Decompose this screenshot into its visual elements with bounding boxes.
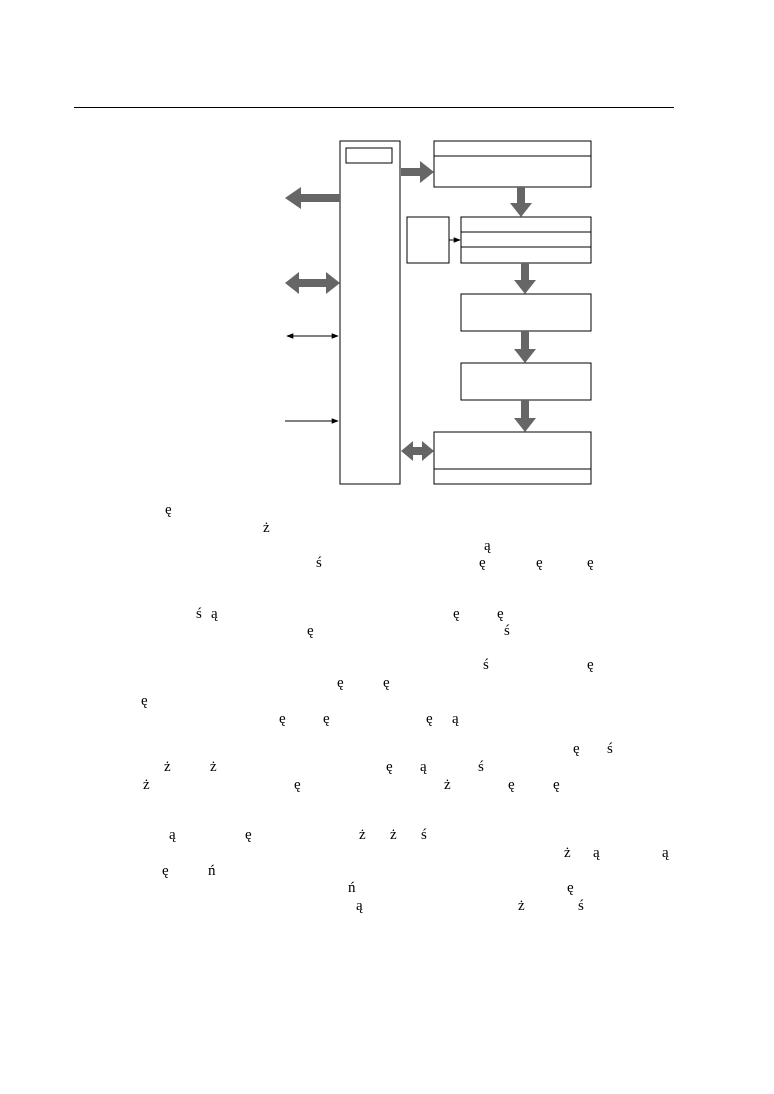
text-glyph: ę bbox=[497, 606, 504, 622]
text-glyph: ą bbox=[484, 538, 491, 554]
text-glyph: ż bbox=[564, 845, 571, 861]
text-glyph: ę bbox=[307, 623, 314, 639]
text-glyph: ń bbox=[348, 880, 356, 896]
text-glyph: ą bbox=[420, 759, 427, 775]
text-glyph: ż bbox=[444, 777, 451, 793]
text-glyph: ś bbox=[607, 741, 613, 757]
text-glyph: ń bbox=[208, 863, 216, 879]
text-glyph: ę bbox=[587, 555, 594, 571]
text-glyph: ę bbox=[453, 606, 460, 622]
stage-4-to-5-arrow bbox=[514, 400, 536, 432]
text-glyph: ę bbox=[573, 741, 580, 757]
text-glyph: ś bbox=[478, 759, 484, 775]
text-glyph: ś bbox=[504, 623, 510, 639]
left-output-arrow bbox=[285, 187, 340, 209]
text-glyph: ś bbox=[578, 898, 584, 914]
text-glyph: ą bbox=[593, 845, 600, 861]
text-glyph: ę bbox=[567, 880, 574, 896]
text-glyph: ą bbox=[452, 711, 459, 727]
controller-stage-5-double-arrow bbox=[401, 441, 434, 461]
text-glyph: ż bbox=[164, 759, 171, 775]
text-glyph: ą bbox=[662, 845, 669, 861]
controller-to-stage-1-arrow bbox=[401, 161, 434, 183]
text-glyph: ę bbox=[323, 711, 330, 727]
bus-controller-label-box bbox=[345, 147, 393, 164]
text-glyph: ś bbox=[196, 606, 202, 622]
text-glyph: ą bbox=[211, 606, 218, 622]
text-glyph: ę bbox=[508, 777, 515, 793]
text-glyph: ę bbox=[337, 675, 344, 691]
text-glyph: ę bbox=[294, 777, 301, 793]
side-block bbox=[406, 216, 450, 264]
text-glyph: ż bbox=[359, 827, 366, 843]
text-glyph: ę bbox=[426, 711, 433, 727]
text-glyph: ż bbox=[518, 898, 525, 914]
text-glyph: ę bbox=[587, 657, 594, 673]
text-glyph: ę bbox=[479, 555, 486, 571]
text-glyph: ą bbox=[169, 827, 176, 843]
text-glyph: ę bbox=[536, 555, 543, 571]
text-glyph: ę bbox=[245, 827, 252, 843]
text-glyph: ś bbox=[421, 827, 427, 843]
stage-block-3 bbox=[460, 293, 592, 332]
text-glyph: ę bbox=[383, 675, 390, 691]
text-glyph: ą bbox=[356, 898, 363, 914]
header-rule bbox=[74, 107, 674, 108]
stage-block-2 bbox=[460, 216, 592, 264]
text-glyph: ę bbox=[386, 759, 393, 775]
text-glyph: ę bbox=[162, 863, 169, 879]
text-glyph: ś bbox=[483, 657, 489, 673]
left-double-arrow bbox=[285, 272, 340, 294]
text-glyph: ę bbox=[141, 693, 148, 709]
bus-controller-block bbox=[339, 140, 401, 485]
text-glyph: ż bbox=[143, 777, 150, 793]
text-glyph: ę bbox=[279, 711, 286, 727]
stage-1-to-2-arrow bbox=[510, 187, 532, 217]
text-glyph: ż bbox=[210, 759, 217, 775]
text-glyph: ę bbox=[553, 777, 560, 793]
text-glyph: ę bbox=[165, 502, 172, 518]
stage-3-to-4-arrow bbox=[514, 331, 536, 363]
text-glyph: ż bbox=[263, 520, 270, 536]
stage-block-1 bbox=[433, 140, 592, 188]
stage-block-4 bbox=[460, 362, 592, 401]
stage-2-to-3-arrow bbox=[514, 263, 536, 294]
text-glyph: ż bbox=[390, 827, 397, 843]
stage-block-5 bbox=[433, 431, 592, 485]
text-glyph: ś bbox=[316, 555, 322, 571]
